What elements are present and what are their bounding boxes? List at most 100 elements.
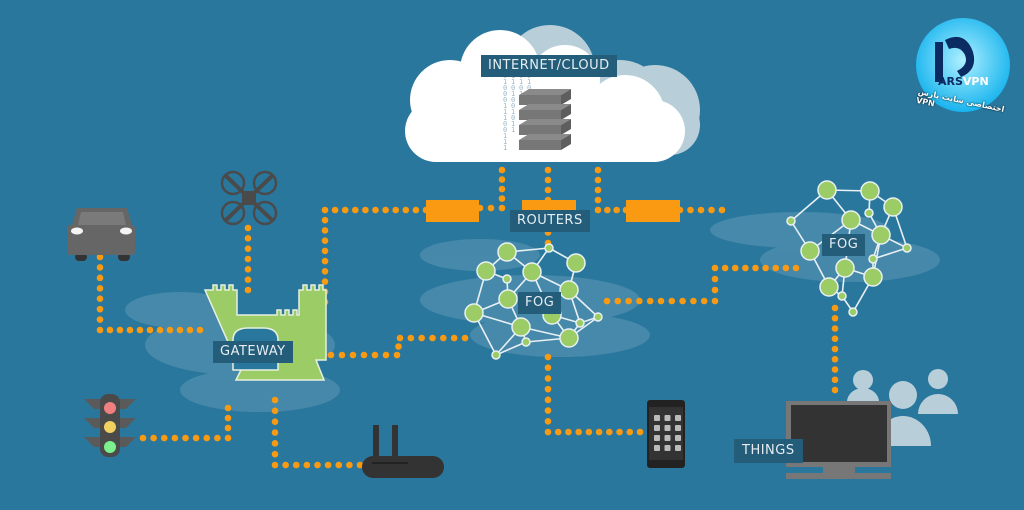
server-side [561,119,571,135]
app-icon [675,445,681,451]
connector-dot [412,206,420,214]
connector-dot [356,461,364,469]
binary-digit: 0 [503,126,507,134]
fog-node [848,307,858,317]
connector-dot [657,297,665,305]
connector-dot [544,428,552,436]
connector-dot [126,326,134,334]
connector-dot [831,386,839,394]
binary-digit: 0 [511,96,515,104]
fog-node [837,291,847,301]
connector-dot [831,314,839,322]
connector-dot [575,428,582,436]
connector-dot [331,206,339,214]
binary-digit: 1 [519,78,523,86]
server-top [519,89,571,95]
connector-dot [690,297,697,305]
server-front [519,140,561,150]
connector-dot [271,429,279,436]
connector-dot [594,206,602,214]
fog-node [817,180,837,200]
binary-digit: 1 [527,78,531,86]
connector-dot [402,206,410,214]
connector-dot [292,461,300,469]
connector-dot [708,206,715,214]
fog-node [786,216,796,226]
connector-dot [362,206,369,214]
things-label: THINGS [734,439,803,463]
fog-node [566,253,586,273]
connector-dot [603,297,611,305]
fog-node [521,337,531,347]
connector-dot [711,286,719,294]
server-front [519,110,561,120]
routers-label: ROUTERS [510,210,590,232]
binary-digit: 0 [503,84,507,92]
connector-dot [772,264,780,272]
app-icon [664,425,671,431]
binary-digit: 0 [511,102,515,110]
app-icon [654,435,660,441]
connector-dot [224,434,232,442]
fog-center-label: FOG [518,292,562,314]
drone-icon [220,170,278,226]
binary-digit: 1 [503,108,507,116]
connector-dot [544,396,552,404]
connector-dot [192,434,200,442]
router-box-left [426,200,479,222]
connector-dot [341,206,349,214]
logo-brand-a: ARS [938,75,963,88]
connector-dot [156,326,164,334]
connector-dot [544,375,552,382]
fog-link [872,247,908,260]
connector-dot [594,186,602,194]
connector-dot [418,334,425,342]
server-front [519,95,561,105]
connector-dot [324,461,332,469]
app-icon [664,445,671,451]
connector-dot [271,407,279,415]
fog-node [800,241,820,261]
fog-network-center [464,242,603,360]
connector-dot [498,195,506,202]
connector-dots [96,166,839,469]
connector-dot [352,206,359,214]
connector-dot [338,351,346,359]
connector-dot [244,266,252,273]
connector-dot [244,224,252,232]
app-icon [675,435,681,441]
server-stack-icon [519,89,571,150]
fog-node [559,280,579,300]
connector-dot [636,428,644,436]
connector-dot [742,264,749,272]
traffic-light-icon [84,394,136,457]
connector-dot [106,326,114,334]
connector-dot [150,434,157,442]
fog-network-right [786,180,912,317]
connector-dot [271,461,279,469]
connector-dot [613,206,620,214]
app-icon [654,425,660,431]
binary-digit: 0 [519,84,523,92]
fog-node [476,261,496,281]
connector-dot [831,304,839,312]
fog-node [868,254,878,264]
connector-dot [96,274,104,282]
fog-node [511,317,531,337]
connector-dot [303,461,311,469]
connector-dot [176,326,184,334]
connector-dot [544,385,552,393]
connector-dot [498,176,506,183]
connector-dot [160,434,168,442]
fog-node [860,181,880,201]
logo-brand: ARSVPN [938,75,989,88]
connector-dot [544,353,552,361]
connector-dot [831,366,839,373]
fog-node [464,303,484,323]
connector-dot [544,364,552,372]
connector-dot [606,428,613,436]
connector-dot [96,305,104,313]
connector-dot [594,176,602,184]
connector-dot [498,166,506,174]
server-top [519,104,571,110]
